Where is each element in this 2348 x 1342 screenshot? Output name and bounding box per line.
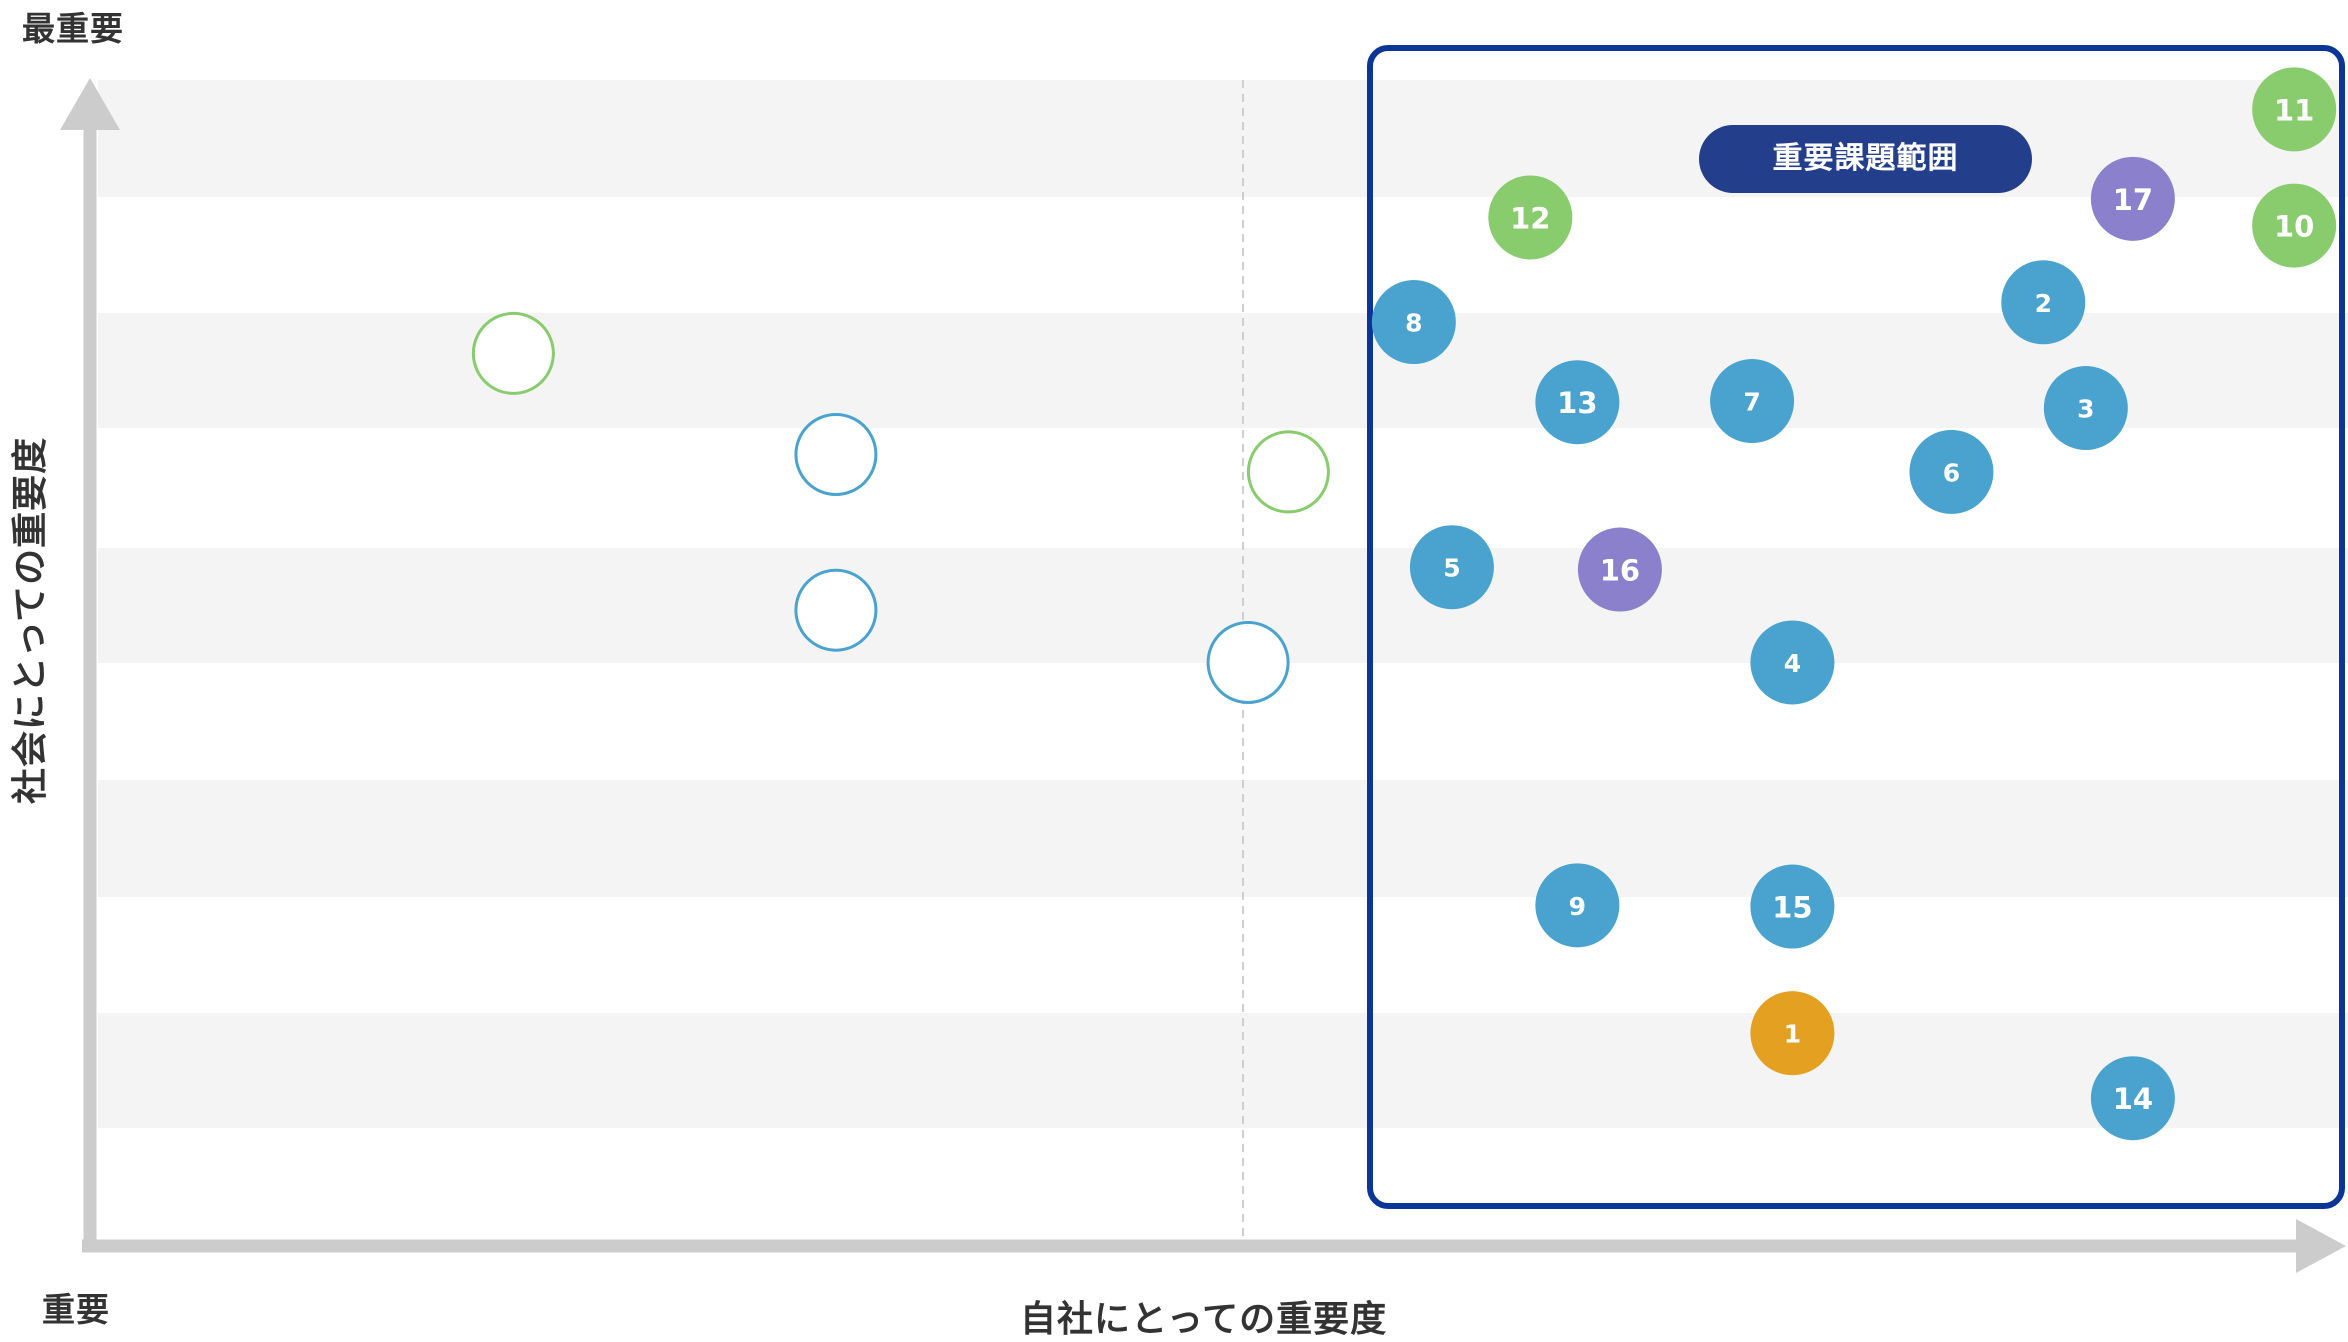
data-point-2: 2 bbox=[2001, 260, 2086, 345]
data-point-marker bbox=[2090, 156, 2175, 241]
data-point-marker bbox=[2090, 1056, 2175, 1141]
hollow-point bbox=[471, 311, 555, 395]
data-point-label: 9 bbox=[1569, 892, 1586, 921]
data-point-14: 14 bbox=[2090, 1056, 2175, 1141]
data-point-16: 16 bbox=[1577, 527, 1662, 612]
hollow-point bbox=[794, 568, 878, 652]
data-point-label: 11 bbox=[2274, 93, 2314, 127]
hollow-point bbox=[794, 412, 878, 496]
data-point-5: 5 bbox=[1409, 525, 1494, 610]
data-point-marker bbox=[2043, 366, 2128, 451]
top-label: 最重要 bbox=[22, 9, 124, 48]
data-point-marker bbox=[2001, 260, 2086, 345]
data-point-marker bbox=[1710, 359, 1795, 444]
data-point-marker bbox=[1750, 620, 1835, 705]
data-point-marker bbox=[2252, 183, 2337, 268]
y-axis-label: 社会にとっての重要度 bbox=[10, 436, 51, 804]
background-band bbox=[98, 1013, 2348, 1128]
important-issues-label: 重要課題範囲 bbox=[1699, 125, 2032, 193]
data-point-marker bbox=[1535, 863, 1620, 948]
hollow-point bbox=[1206, 620, 1290, 704]
data-point-label: 2 bbox=[2035, 289, 2052, 318]
data-point-marker bbox=[1371, 280, 1456, 365]
data-point-marker bbox=[1488, 175, 1573, 260]
data-point-label: 13 bbox=[1557, 386, 1597, 420]
data-point-label: 17 bbox=[2113, 183, 2153, 217]
data-point-13: 13 bbox=[1535, 360, 1620, 445]
data-point-marker bbox=[1409, 525, 1494, 610]
data-point-17: 17 bbox=[2090, 156, 2175, 241]
data-point-6: 6 bbox=[1909, 429, 1994, 514]
data-point-8: 8 bbox=[1371, 280, 1456, 365]
data-point-11: 11 bbox=[2252, 67, 2337, 152]
data-point-marker bbox=[1535, 360, 1620, 445]
data-point-label: 7 bbox=[1743, 388, 1760, 417]
data-point-10: 10 bbox=[2252, 183, 2337, 268]
data-point-label: 5 bbox=[1443, 554, 1460, 583]
data-point-1: 1 bbox=[1750, 991, 1835, 1076]
data-point-label: 1 bbox=[1784, 1020, 1801, 1049]
data-point-label: 16 bbox=[1600, 554, 1640, 588]
data-point-marker bbox=[1750, 864, 1835, 949]
data-point-label: 6 bbox=[1943, 458, 1960, 487]
important-issues-region bbox=[1367, 45, 2345, 1209]
data-point-15: 15 bbox=[1750, 864, 1835, 949]
data-point-marker bbox=[2252, 67, 2337, 152]
hollow-points bbox=[471, 311, 1330, 704]
data-point-label: 10 bbox=[2274, 210, 2314, 244]
x-axis-arrow bbox=[2296, 1219, 2346, 1273]
data-point-marker bbox=[1750, 991, 1835, 1076]
data-point-4: 4 bbox=[1750, 620, 1835, 705]
data-point-9: 9 bbox=[1535, 863, 1620, 948]
x-axis-label: 自社にとっての重要度 bbox=[1020, 1299, 1388, 1340]
data-point-marker bbox=[1909, 429, 1994, 514]
background-band bbox=[98, 313, 2348, 428]
data-point-label: 4 bbox=[1784, 649, 1801, 678]
data-point-label: 8 bbox=[1405, 309, 1422, 338]
data-point-12: 12 bbox=[1488, 175, 1573, 260]
y-axis-arrow bbox=[60, 78, 120, 130]
data-point-label: 14 bbox=[2113, 1082, 2153, 1116]
background-bands bbox=[98, 80, 2348, 1128]
data-point-3: 3 bbox=[2043, 366, 2128, 451]
background-band bbox=[98, 780, 2348, 897]
data-point-marker bbox=[1577, 527, 1662, 612]
hollow-point bbox=[1246, 430, 1330, 514]
data-point-label: 15 bbox=[1772, 891, 1812, 925]
bottom-left-label: 重要 bbox=[42, 1290, 110, 1329]
data-point-label: 3 bbox=[2077, 395, 2094, 424]
data-point-label: 12 bbox=[1510, 201, 1550, 235]
data-point-7: 7 bbox=[1710, 359, 1795, 444]
